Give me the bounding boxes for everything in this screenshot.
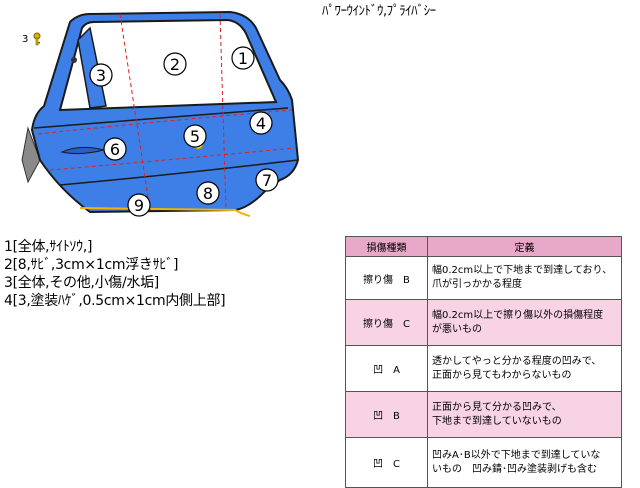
legend-definition: 凹みA･B以外で下地まで到達していないもの 凹み錆･凹み塗装剥げも含む xyxy=(427,437,622,488)
legend-definition-line: 正面から見てもわからないもの xyxy=(432,369,572,381)
legend-definition-line: 下地まで到達していないもの xyxy=(432,415,562,427)
damage-notes: 1[全体,ｻｲﾄｿｳ,] 2[8,ｻﾋﾞ,3cm×1cm浮きｻﾋﾞ] 3[全体,… xyxy=(4,238,226,310)
zone-3: 3 xyxy=(89,63,113,87)
legend-kind: 凹 B xyxy=(345,391,428,438)
zone-4-label: 4 xyxy=(256,114,266,133)
legend-definition-line: が悪いもの xyxy=(432,323,482,335)
zone-9: 9 xyxy=(127,193,151,217)
zone-7: 7 xyxy=(255,168,279,192)
zone-1: 1 xyxy=(231,46,255,70)
legend-kind: 凹 C xyxy=(345,437,428,488)
note-1: 1[全体,ｻｲﾄｿｳ,] xyxy=(4,239,93,255)
note-2: 2[8,ｻﾋﾞ,3cm×1cm浮きｻﾋﾞ] xyxy=(4,257,179,273)
zone-labels: 1 2 3 4 5 6 7 8 9 xyxy=(89,46,279,217)
key-marker: 3 xyxy=(22,32,42,46)
bumper-strip xyxy=(21,126,41,184)
legend-definition-line: 爪が引っかかる程度 xyxy=(432,279,522,290)
zone-8-label: 8 xyxy=(203,184,213,203)
legend-row: 凹 A 透かしてやっと分かる程度の凹みで、正面から見てもわからないもの xyxy=(345,345,622,392)
legend-header-row: 損傷種類 定義 xyxy=(345,236,622,257)
zone-2: 2 xyxy=(163,52,187,76)
legend-definition-line: 正面から見て分かる凹みで、 xyxy=(432,401,562,413)
zone-5-label: 5 xyxy=(190,127,200,146)
legend-kind: 擦り傷 C xyxy=(345,299,428,346)
legend-definition-line: 透かしてやっと分かる程度の凹みで、 xyxy=(432,355,602,367)
legend-row: 凹 C 凹みA･B以外で下地まで到達していないもの 凹み錆･凹み塗装剥げも含む xyxy=(345,437,622,488)
rear-door-illustration: 1 2 3 4 5 6 7 8 9 xyxy=(21,10,300,217)
zone-1-label: 1 xyxy=(238,49,248,68)
door-diagram: 1 2 3 4 5 6 7 8 9 xyxy=(20,10,320,225)
legend-definition: 幅0.2cm以上で下地まで到達しており、爪が引っかかる程度 xyxy=(427,256,622,300)
legend-definition: 透かしてやっと分かる程度の凹みで、正面から見てもわからないもの xyxy=(427,345,622,392)
page-caption: ﾊﾟﾜｰｳｲﾝﾄﾞｳ,ﾌﾟﾗｲﾊﾞｼｰ xyxy=(322,4,436,19)
zone-4: 4 xyxy=(249,111,273,135)
legend-row: 擦り傷 C 幅0.2cm以上で擦り傷以外の損傷程度が悪いもの xyxy=(345,299,622,346)
zone-5: 5 xyxy=(183,124,207,148)
zone-9-label: 9 xyxy=(134,196,144,215)
zone-8: 8 xyxy=(196,181,220,205)
legend-definition-line: 幅0.2cm以上で擦り傷以外の損傷程度 xyxy=(432,309,604,321)
zone-7-label: 7 xyxy=(262,171,272,190)
legend-definition-line: 凹みA･B以外で下地まで到達していな xyxy=(432,449,601,461)
key-icon xyxy=(33,32,41,46)
legend-definition-line: 幅0.2cm以上で下地まで到達しており、 xyxy=(432,265,613,276)
damage-legend-table: 損傷種類 定義 擦り傷 B 幅0.2cm以上で下地まで到達しており、爪が引っかか… xyxy=(345,236,622,488)
zone-6-label: 6 xyxy=(110,140,120,159)
legend-row: 擦り傷 B 幅0.2cm以上で下地まで到達しており、爪が引っかかる程度 xyxy=(345,256,622,300)
note-4: 4[3,塗装ﾊｹﾞ,0.5cm×1cm内側上部] xyxy=(4,293,226,309)
zone-3-label: 3 xyxy=(96,66,106,85)
damage-spot-3 xyxy=(71,57,77,63)
legend-definition: 正面から見て分かる凹みで、下地まで到達していないもの xyxy=(427,391,622,438)
key-marker-number: 3 xyxy=(22,34,29,45)
legend-definition: 幅0.2cm以上で擦り傷以外の損傷程度が悪いもの xyxy=(427,299,622,346)
legend-kind: 凹 A xyxy=(345,345,428,392)
legend-header-kind: 損傷種類 xyxy=(345,236,428,257)
legend-definition-line: いもの 凹み錆･凹み塗装剥げも含む xyxy=(432,463,597,475)
zone-6: 6 xyxy=(103,137,127,161)
legend-kind: 擦り傷 B xyxy=(345,256,428,300)
zone-2-label: 2 xyxy=(170,55,180,74)
legend-row: 凹 B 正面から見て分かる凹みで、下地まで到達していないもの xyxy=(345,391,622,438)
note-3: 3[全体,その他,小傷/水垢] xyxy=(4,275,159,291)
legend-header-definition: 定義 xyxy=(427,236,622,257)
